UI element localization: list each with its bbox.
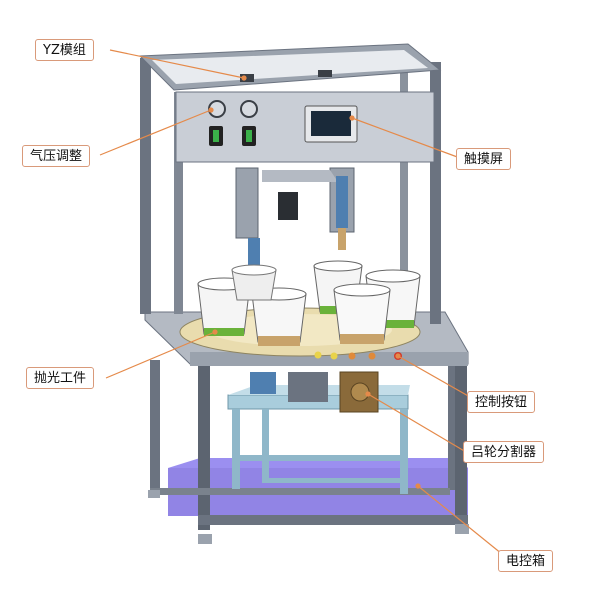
leader-control-buttons [397, 355, 471, 398]
touchscreen-display [311, 111, 351, 136]
leader-touchscreen [351, 117, 461, 159]
stand-rail-1 [232, 455, 408, 461]
foot-right [455, 524, 469, 534]
button-1 [314, 351, 322, 359]
leader-control-box [417, 485, 503, 555]
cross-arm [262, 170, 338, 182]
left-back-leg [150, 360, 160, 495]
workpieces [197, 260, 421, 346]
label-touchscreen: 触摸屏 [456, 148, 512, 170]
upper-left-post-inner [174, 92, 183, 314]
right-back-leg [448, 360, 458, 490]
button-4 [368, 352, 376, 360]
control-panel [175, 91, 435, 163]
motor-top [278, 192, 298, 220]
stand-leg-3 [262, 409, 269, 481]
cam-divider [250, 371, 379, 413]
label-air-pressure: 气压调整 [22, 145, 91, 167]
right-front-leg [455, 362, 467, 522]
divider-hub [350, 382, 370, 402]
upper-frame [138, 43, 442, 324]
upper-left-post [140, 58, 151, 314]
cup-5 [333, 283, 391, 344]
top-frame-inner [152, 50, 428, 84]
leader-cam-divider [367, 393, 467, 453]
spindle-right [336, 176, 348, 228]
top-clamp-1 [240, 74, 254, 82]
switch-left-light [213, 130, 219, 142]
label-control-buttons: 控制按钮 [467, 391, 536, 413]
bottom-front-rail [198, 515, 468, 525]
spindle-right-tip [338, 228, 346, 250]
leader-yz-module [109, 49, 245, 79]
leader-lines [99, 49, 503, 555]
label-control-box: 电控箱 [498, 550, 554, 572]
upper-right-post [430, 62, 441, 324]
button-3 [348, 352, 356, 360]
top-clamp-2 [318, 70, 332, 77]
gauge-right [240, 100, 258, 118]
foot-left [198, 534, 212, 544]
yz-mechanism [235, 167, 355, 266]
spindle-left [248, 238, 260, 266]
stand-leg-2 [400, 409, 408, 494]
cup-6 [231, 264, 277, 301]
label-yz-module: YZ模组 [35, 39, 94, 61]
button-2 [330, 352, 338, 360]
leader-polishing-workpiece [105, 331, 216, 379]
upper-right-post-back [400, 60, 408, 310]
label-polishing-workpiece: 抛光工件 [26, 367, 95, 389]
shaft-box [288, 372, 328, 402]
worktable [144, 307, 469, 366]
left-front-leg [198, 362, 210, 530]
foot-back-left [148, 490, 160, 498]
vertical-rail-left [235, 167, 259, 239]
motor-block [250, 372, 276, 394]
stand-leg-1 [232, 409, 240, 489]
label-cam-divider: 吕轮分割器 [463, 441, 545, 463]
stand-rail-2 [262, 478, 408, 483]
lower-frame [148, 360, 469, 544]
bottom-back-rail [150, 488, 450, 495]
switch-right-light [246, 130, 252, 142]
leader-air-pressure [99, 109, 212, 156]
